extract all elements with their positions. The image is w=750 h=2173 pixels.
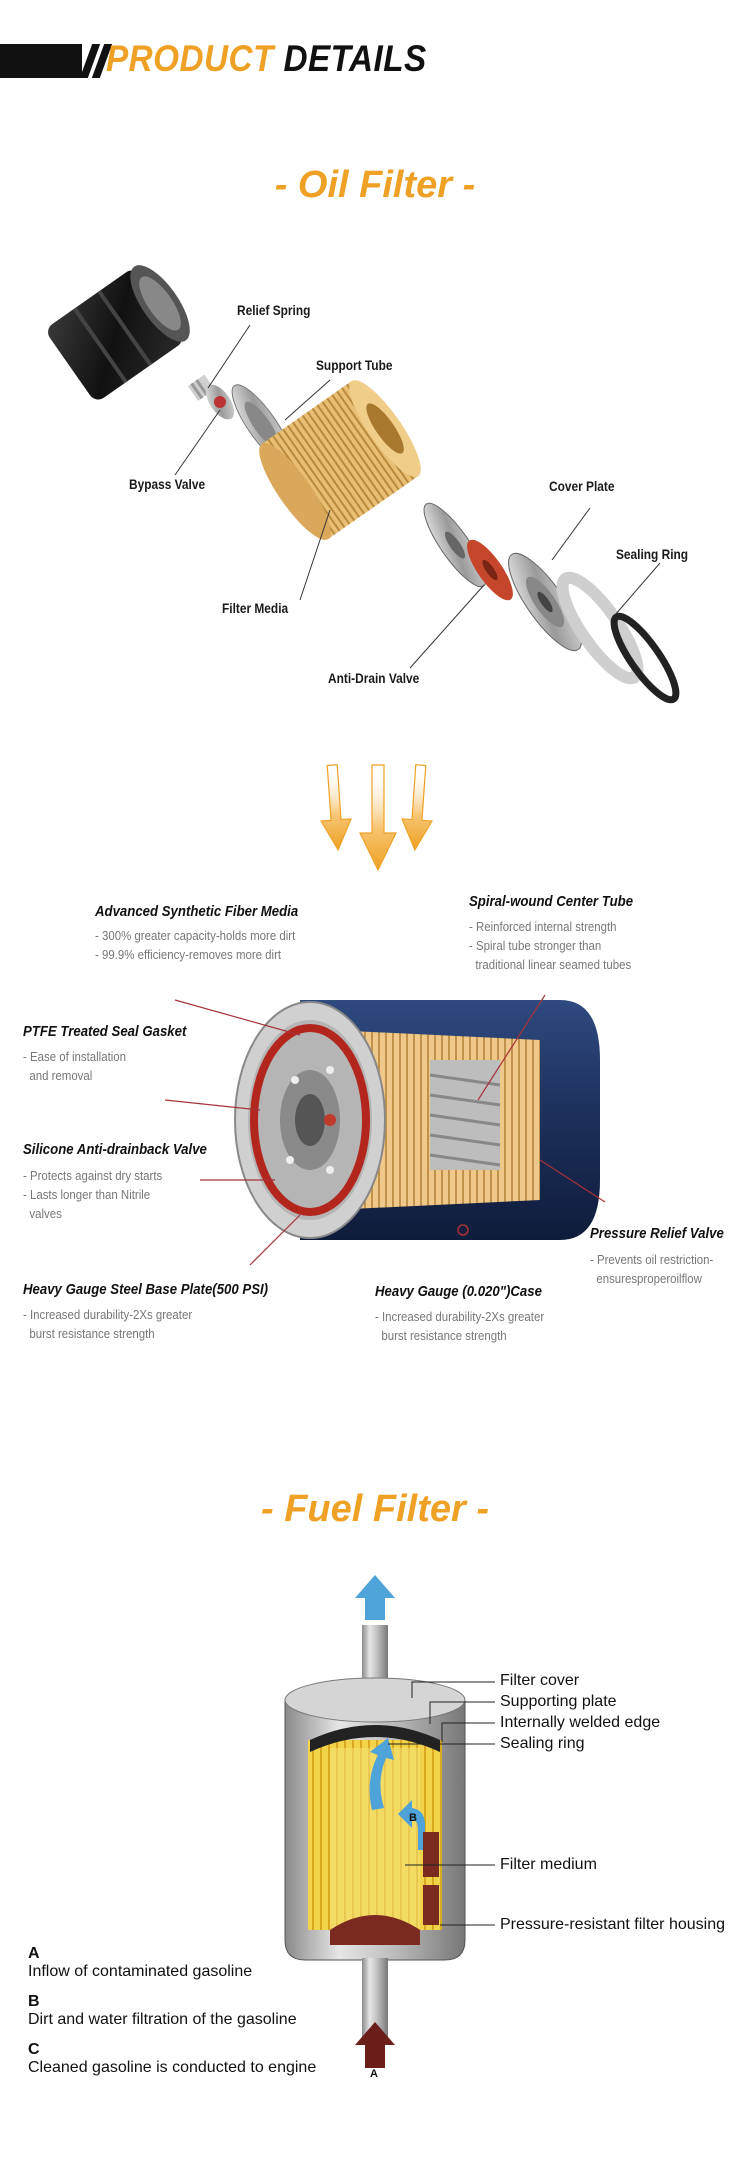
arrow-down-icon xyxy=(359,764,397,872)
legend-item: B Dirt and water filtration of the gasol… xyxy=(28,1993,316,2029)
down-arrows xyxy=(320,764,433,872)
label-housing: Pressure-resistant filter housing xyxy=(500,1916,725,1933)
legend-key: A xyxy=(28,1945,40,1962)
anti-drain-valve xyxy=(467,539,513,601)
inflow-a-arrow-icon xyxy=(355,2022,395,2068)
label-sealing-ring: Sealing ring xyxy=(500,1735,585,1752)
label-sealing-ring: Sealing Ring xyxy=(616,546,689,562)
label-relief-spring: Relief Spring xyxy=(237,302,311,318)
legend-text: Dirt and water filtration of the gasolin… xyxy=(28,2011,297,2028)
legend-key: B xyxy=(28,1993,40,2010)
label-filter-cover: Filter cover xyxy=(500,1672,580,1689)
cover-plate xyxy=(508,552,582,652)
oil-filter-title: - Oil Filter - xyxy=(274,164,476,206)
feature-anti-drainback-desc: - Protects against dry starts - Lasts lo… xyxy=(23,1168,163,1221)
title-main: DETAILS xyxy=(283,38,427,79)
outflow-arrow-icon xyxy=(355,1575,395,1620)
header-bar xyxy=(0,44,82,78)
filter-can xyxy=(48,265,190,400)
feature-fiber-media-desc: - 300% greater capacity-holds more dirt … xyxy=(95,928,296,962)
legend-key: C xyxy=(28,2041,40,2058)
marker-a: A xyxy=(370,2068,378,2080)
fuel-legend: A Inflow of contaminated gasoline B Dirt… xyxy=(28,1945,316,2077)
inflow-arrow-icon xyxy=(369,1738,394,1810)
legend-item: A Inflow of contaminated gasoline xyxy=(28,1945,316,1981)
label-cover-plate: Cover Plate xyxy=(549,478,615,494)
legend-text: Cleaned gasoline is conducted to engine xyxy=(28,2059,317,2076)
feature-case-desc: - Increased durability-2Xs greater burst… xyxy=(375,1309,545,1343)
fuel-filter-title: - Fuel Filter - xyxy=(261,1488,489,1530)
cutaway-oil-filter xyxy=(164,994,606,1266)
arrow-down-icon xyxy=(320,764,352,852)
label-welded-edge: Internally welded edge xyxy=(500,1714,661,1731)
feature-relief-valve-title: Pressure Relief Valve xyxy=(590,1225,724,1242)
bypass-valve xyxy=(205,384,235,420)
feature-base-plate-title: Heavy Gauge Steel Base Plate(500 PSI) xyxy=(23,1281,269,1298)
feature-seal-gasket-title: PTFE Treated Seal Gasket xyxy=(23,1023,187,1040)
label-filter-media: Filter Media xyxy=(222,600,289,616)
feature-center-tube-title: Spiral-wound Center Tube xyxy=(469,893,634,910)
feature-base-plate-desc: - Increased durability-2Xs greater burst… xyxy=(23,1307,193,1341)
fuel-filter-diagram xyxy=(284,1575,495,2068)
label-support-tube: Support Tube xyxy=(316,357,393,373)
exploded-oil-filter-diagram xyxy=(48,265,680,704)
feature-fiber-media-title: Advanced Synthetic Fiber Media xyxy=(95,903,299,920)
page-title: PRODUCT DETAILS xyxy=(106,38,427,80)
feature-case-title: Heavy Gauge (0.020")Case xyxy=(375,1283,542,1300)
filtration-arrow-icon xyxy=(398,1800,425,1850)
legend-item: C Cleaned gasoline is conducted to engin… xyxy=(28,2041,316,2077)
label-anti-drain-valve: Anti-Drain Valve xyxy=(328,670,420,686)
feature-seal-gasket-desc: - Ease of installation and removal xyxy=(23,1049,127,1083)
filter-media xyxy=(259,380,421,540)
marker-b: B xyxy=(409,1812,417,1824)
label-filter-medium: Filter medium xyxy=(500,1856,597,1873)
feature-relief-valve-desc: - Prevents oil restriction- ensuresprope… xyxy=(590,1252,714,1286)
relief-spring xyxy=(187,374,215,401)
sealing-ring-part xyxy=(610,612,680,704)
title-accent: PRODUCT xyxy=(106,38,274,79)
legend-text: Inflow of contaminated gasoline xyxy=(28,1963,253,1980)
feature-center-tube-desc: - Reinforced internal strength - Spiral … xyxy=(469,919,632,972)
label-supporting-plate: Supporting plate xyxy=(500,1693,617,1710)
arrow-down-icon xyxy=(401,764,433,852)
label-bypass-valve: Bypass Valve xyxy=(129,476,206,492)
feature-anti-drainback-title: Silicone Anti-drainback Valve xyxy=(23,1141,207,1158)
